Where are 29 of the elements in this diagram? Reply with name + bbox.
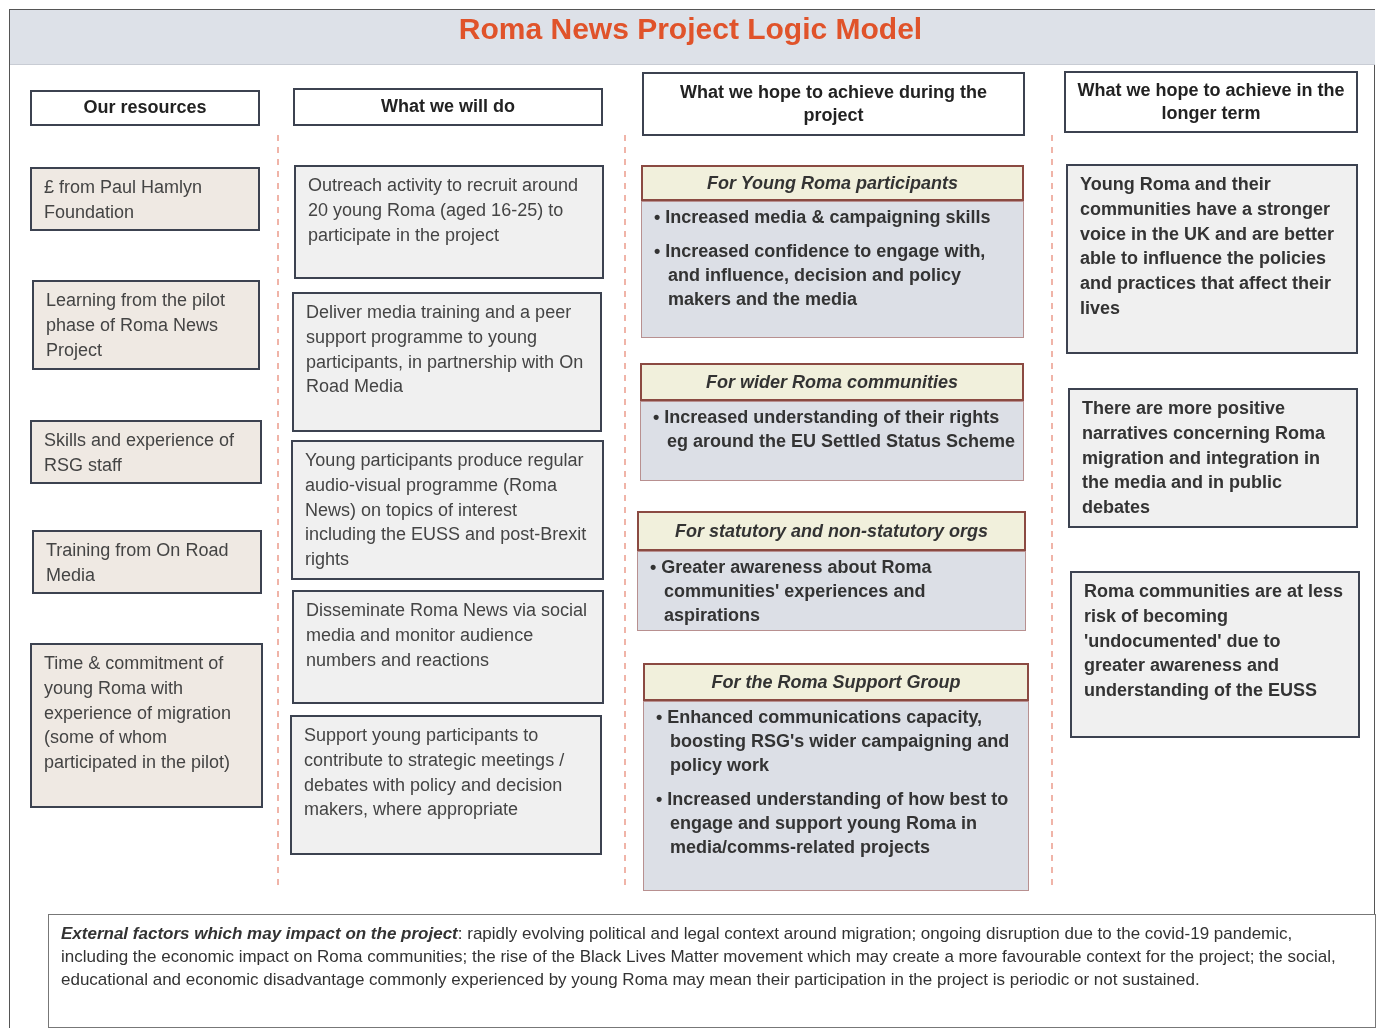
column-header: Our resources <box>30 90 260 126</box>
bullet-text: • Increased understanding of their rights eg around the EU Settled Status Scheme <box>653 406 1017 453</box>
group-heading: For wider Roma communities <box>640 363 1024 401</box>
resource-box: £ from Paul Hamlyn Foundation <box>30 167 260 231</box>
bullet-text: • Enhanced communications capacity, boosting RSG's wider campaigning and policy work <box>656 706 1011 777</box>
column-header: What we hope to achieve during the project <box>642 72 1025 136</box>
note-box: External factors which may impact on the project: rapidly evolving political and legal context around migration; ongoing disruption due to the covid-19 pandemic, including the economic impact on Roma communities; the rise of the Black Lives Matter movement which may create a more favourable context for the project; the social, educational and economic disadvantage commonly experienced by young Roma may mean their participation in the project is periodic or not sustained. <box>48 914 1376 1028</box>
resource-box: Learning from the pilot phase of Roma News Project <box>32 280 260 370</box>
outcome-box: Young Roma and their communities have a stronger voice in the UK and are better able to influence the policies and practices that affect their lives <box>1066 164 1358 354</box>
activity-box: Support young participants to contribute to strategic meetings / debates with policy and decision makers, where appropriate <box>290 715 602 855</box>
bullet-text: • Increased confidence to engage with, and influence, decision and policy makers and the media <box>654 239 987 311</box>
activity-box: Outreach activity to recruit around 20 young Roma (aged 16-25) to participate in the project <box>294 165 604 279</box>
activity-box: Young participants produce regular audio-visual programme (Roma News) on topics of interest including the EUSS and post-Brexit rights <box>291 440 604 580</box>
group-heading: For the Roma Support Group <box>643 663 1029 701</box>
outcome-box: Roma communities are at less risk of becoming 'undocumented' due to greater awareness and understanding of the EUSS <box>1070 571 1360 738</box>
activity-box: Deliver media training and a peer support programme to young participants, in partnership with On Road Media <box>292 292 602 432</box>
bullet-text: • Increased media & campaigning skills <box>654 206 992 229</box>
resource-box: Skills and experience of RSG staff <box>30 420 262 484</box>
resource-box: Training from On Road Media <box>32 530 262 594</box>
column-header: What we will do <box>293 88 603 126</box>
bullet-text: • Increased understanding of how best to engage and support young Roma in media/comms-related projects <box>656 787 1010 859</box>
bullet-text: • Greater awareness about Roma communities' experiences and aspirations <box>650 556 933 627</box>
outcome-box: There are more positive narratives concerning Roma migration and integration in the media and in public debates <box>1068 388 1358 528</box>
activity-box: Disseminate Roma News via social media and monitor audience numbers and reactions <box>292 590 604 704</box>
group-heading: For Young Roma participants <box>641 165 1024 201</box>
group-heading: For statutory and non-statutory orgs <box>637 511 1026 551</box>
diagram-title: Roma News Project Logic Model <box>458 12 923 46</box>
column-header: What we hope to achieve in the longer term <box>1064 71 1358 133</box>
resource-box: Time & commitment of young Roma with experience of migration (some of whom participated in the pilot) <box>30 643 263 808</box>
